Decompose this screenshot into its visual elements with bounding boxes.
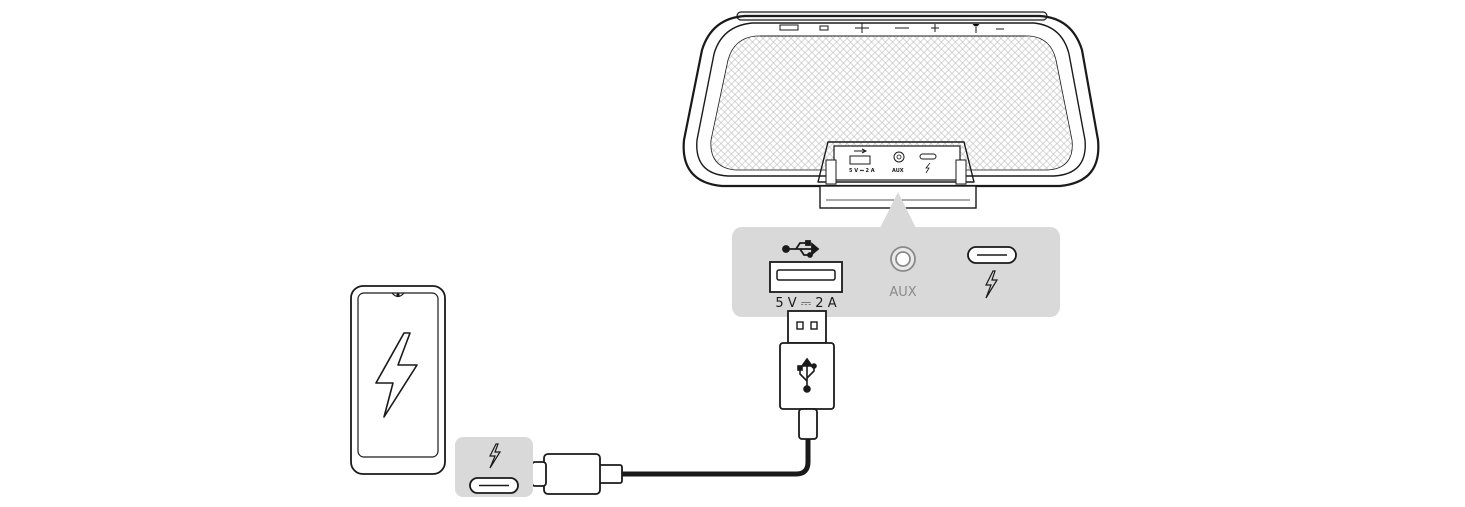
speaker: 5 V ⎓ 2 A AUX [682,11,1100,209]
phone-lightning-icon [489,443,502,469]
usb-c-plug [531,453,623,495]
speaker-aux-port [893,151,905,163]
usb-a-plug [779,310,835,440]
cable [622,439,811,477]
speaker-usb-label: 5 V ⎓ 2 A [849,168,875,174]
aux-label: AUX [889,285,916,300]
speaker-grille [710,35,1073,171]
speaker-body [682,14,1100,188]
volume-up-icon [855,23,869,33]
usb-symbol-icon [782,240,820,258]
aux-jack-icon [890,246,916,272]
mode-button-icon [819,25,829,31]
lightning-charge-icon [985,270,999,299]
port-callout: 5 V ⎓ 2 A AUX [732,192,1060,317]
speaker-usbc-port [919,153,937,160]
usb-port-label: 5 V ⎓ 2 A [775,296,836,311]
phone-charge-icon [375,332,418,418]
wireless-mode-button-icon [779,24,799,31]
speaker-usb-symbol-icon [854,148,868,154]
usb-c-plug-tip [531,461,547,487]
bluetooth-icon [972,23,980,33]
callout-pointer [880,192,916,228]
usb-c-plug-body [543,453,601,495]
usb-plug-tip [787,310,827,344]
speaker-top-buttons [779,23,1004,33]
smartphone-icon [350,285,446,475]
usb-plug-strain-relief [798,408,818,440]
light-icon [931,24,939,32]
speaker-inner-rim [696,22,1086,177]
usb-plug-symbol-icon [797,357,817,393]
speaker-lightning-icon [925,162,931,174]
speaker-aux-label: AUX [892,168,904,174]
speaker-port-cover: 5 V ⎓ 2 A AUX [817,141,977,209]
phone-port-callout [455,437,533,497]
speaker-usb-port [849,155,871,165]
